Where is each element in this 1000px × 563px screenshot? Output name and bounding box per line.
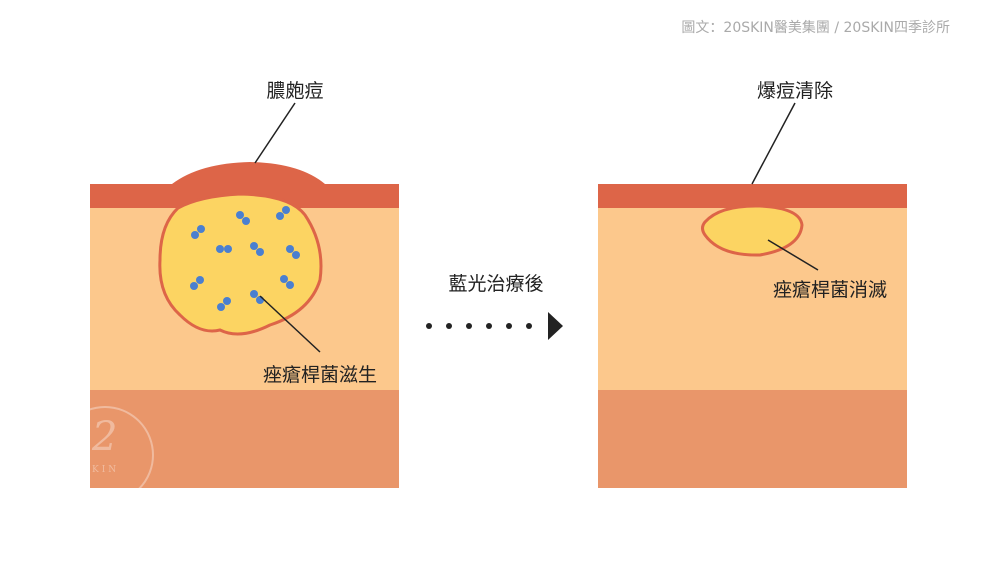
treatment-arrow: 藍光治療後 <box>426 273 563 340</box>
cleared-leader-line <box>751 102 796 185</box>
bacterium-icon <box>280 275 294 289</box>
bacterium-icon <box>250 242 264 256</box>
bacteria-killed-leader-line <box>767 239 819 271</box>
bacteria-group <box>190 206 300 311</box>
bacterium-icon <box>217 297 231 311</box>
pimple-label: 膿皰痘 <box>266 80 323 102</box>
arrow-head-icon <box>548 312 563 340</box>
after-panel: 爆痘清除 痤瘡桿菌消滅 <box>598 80 907 488</box>
bacterium-icon <box>236 211 250 225</box>
treatment-label: 藍光治療後 <box>448 273 543 295</box>
bacterium-icon <box>191 225 205 239</box>
bacterium-icon <box>286 245 300 259</box>
cleared-label: 爆痘清除 <box>757 80 833 102</box>
bacteria-leader-line <box>259 295 321 353</box>
watermark-logo: 2 KIN <box>56 406 154 504</box>
svg-text:KIN: KIN <box>92 465 119 475</box>
pimple-leader-line <box>254 102 296 164</box>
dotted-arrow-dots <box>426 323 532 329</box>
residual-pus <box>701 204 804 257</box>
bacterium-icon <box>216 245 232 253</box>
bacteria-growth-label: 痤瘡桿菌滋生 <box>263 364 377 386</box>
image-credit: 圖文：20SKIN醫美集團 / 20SKIN四季診所 <box>681 19 950 36</box>
subcutaneous-layer <box>90 390 399 488</box>
svg-text:2: 2 <box>91 414 117 460</box>
epidermis-layer-with-bump <box>90 162 399 208</box>
bacterium-icon <box>190 276 204 290</box>
before-panel: 2 KIN 膿皰痘 痤瘡桿菌滋生 <box>56 80 399 504</box>
bacteria-killed-label: 痤瘡桿菌消滅 <box>773 279 887 301</box>
bacterium-icon <box>276 206 290 220</box>
epidermis-layer <box>598 184 907 208</box>
subcutaneous-layer <box>598 390 907 488</box>
